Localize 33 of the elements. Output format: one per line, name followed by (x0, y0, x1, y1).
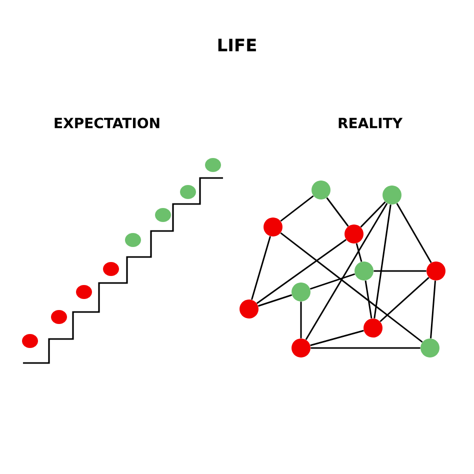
connector-line (310, 347, 420, 349)
connector-line (251, 236, 271, 300)
connector-line (374, 204, 392, 319)
connector-line (380, 276, 430, 322)
connector-line (256, 239, 347, 304)
network-dot (240, 300, 258, 318)
heading: REALITY (338, 118, 403, 128)
connector-line (280, 232, 423, 343)
network-dot (344, 224, 364, 244)
network-dot (292, 282, 310, 302)
network-dot (312, 180, 330, 200)
connector-line (300, 302, 302, 338)
title: LIFE (218, 38, 256, 52)
network-dot (426, 262, 446, 280)
network-dot (354, 262, 374, 280)
connector-line (364, 280, 372, 319)
connector-line (396, 203, 432, 263)
connector-line (430, 280, 436, 338)
network-dot (420, 338, 440, 358)
network-dot (264, 218, 282, 236)
connector-line (310, 273, 356, 290)
heading: EXPECTATION (54, 118, 160, 128)
connector-line (356, 243, 362, 262)
network-dot (364, 318, 382, 338)
connector-line (360, 201, 386, 228)
connector-line (310, 330, 364, 346)
connector-line (280, 195, 314, 222)
connector-line (374, 270, 426, 272)
connector-line (305, 202, 388, 340)
network-dot (382, 186, 402, 204)
connector-line (258, 294, 292, 307)
connector-line (326, 197, 349, 227)
network-dot (292, 338, 310, 358)
